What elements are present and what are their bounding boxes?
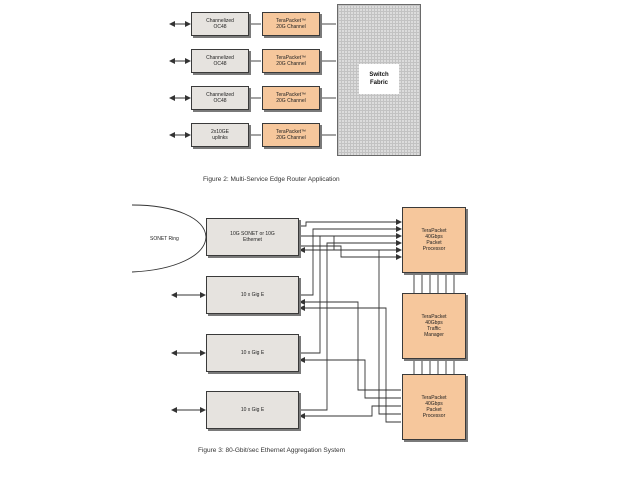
fig2-left-box-1: Channelized OC48 [191,12,249,36]
fig2-left-box-3-label: Channelized OC48 [206,92,234,104]
fig2-left-box-1-label: Channelized OC48 [206,18,234,30]
fig3-caption: Figure 3: 80-Gbit/sec Ethernet Aggregati… [198,447,346,454]
fig3-right-box-3-label: TeraPacket 40Gbps Packet Processor [421,395,447,419]
fig3-left-box-2: 10 x Gig E [206,276,299,314]
fig3-right-box-2: TeraPacket 40Gbps Traffic Manager [402,293,466,359]
fig2-left-box-3: Channelized OC48 [191,86,249,110]
fig3-left-box-2-label: 10 x Gig E [240,292,265,298]
fig2-right-box-3: TeraPacket™ 20G Channel [262,86,320,110]
switch-fabric-label-text: Switch Fabric [369,72,389,86]
fig3-right-box-3: TeraPacket 40Gbps Packet Processor [402,374,466,440]
fig3-link-bottom-3 [299,405,401,419]
fig3-link-bottom-4 [299,247,401,415]
fig2-right-box-1: TeraPacket™ 20G Channel [262,12,320,36]
fig3-link-top-2 [299,226,402,296]
fig3-left-box-1-label: 10G SONET or 10G Ethernet [230,231,275,243]
fig2-left-box-4: 2x10GE uplinks [191,123,249,147]
fig3-left-box-3: 10 x Gig E [206,334,299,372]
fig3-right-box-1-label: TeraPacket 40Gbps Packet Processor [421,228,447,252]
fig3-link-top-4 [299,240,402,411]
fig2-right-box-2-label: TeraPacket™ 20G Channel [275,55,306,67]
fig2-left-box-2: Channelized OC48 [191,49,249,73]
fig2-caption: Figure 2: Multi-Service Edge Router Appl… [203,176,340,183]
fig2-right-box-4-label: TeraPacket™ 20G Channel [275,129,306,141]
fig3-left-box-1: 10G SONET or 10G Ethernet [206,218,299,256]
fig2-right-box-2: TeraPacket™ 20G Channel [262,49,320,73]
fig3-left-box-4: 10 x Gig E [206,391,299,429]
fig3-link-top-1 [299,219,402,227]
fig2-left-box-4-label: 2x10GE uplinks [210,129,230,141]
fig3-link-bottom-1 [299,299,401,391]
fig2-right-box-4: TeraPacket™ 20G Channel [262,123,320,147]
fig3-link-top-6 [299,245,402,260]
switch-fabric-label: Switch Fabric [359,64,399,94]
fig3-right-box-1: TeraPacket 40Gbps Packet Processor [402,207,466,273]
fig3-left-box-4-label: 10 x Gig E [240,407,265,413]
fig3-link-bottom-5 [299,305,401,423]
fig2-left-box-2-label: Channelized OC48 [206,55,234,67]
fig3-left-box-3-label: 10 x Gig E [240,350,265,356]
fig3-link-bottom-2 [299,357,401,399]
fig3-link-top-3 [299,233,402,354]
fig3-right-box-2-label: TeraPacket 40Gbps Traffic Manager [421,314,447,338]
fig2-right-box-1-label: TeraPacket™ 20G Channel [275,18,306,30]
sonet-ring-label: SONET Ring [150,236,179,242]
fig2-right-box-3-label: TeraPacket™ 20G Channel [275,92,306,104]
